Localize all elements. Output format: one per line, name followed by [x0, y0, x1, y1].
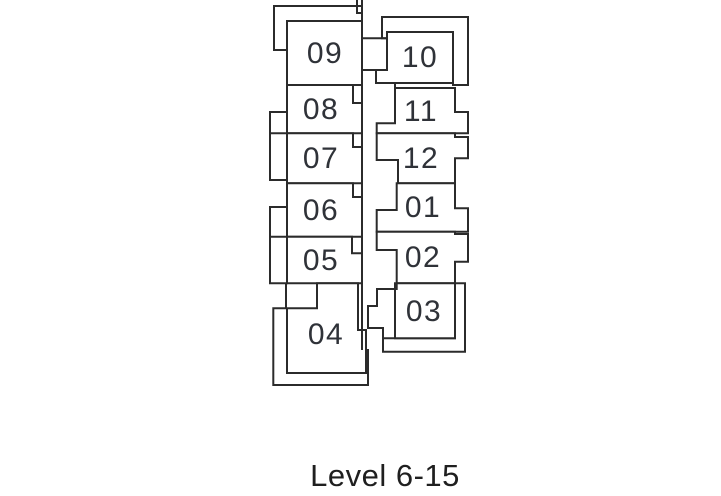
unit-02-shape[interactable]	[375, 230, 469, 285]
unit-08-label: 08	[303, 93, 339, 126]
unit-11-label: 11	[404, 95, 438, 128]
unit-02-label: 02	[405, 241, 441, 274]
unit-12-shape[interactable]	[375, 132, 469, 185]
shaft-tab	[356, 0, 362, 14]
unit-06-label: 06	[303, 194, 339, 227]
unit-04-shape[interactable]	[286, 282, 367, 374]
unit-07-label: 07	[303, 142, 339, 175]
unit-01-label: 01	[405, 191, 441, 224]
unit-12-label: 12	[403, 142, 439, 175]
unit-09-label: 09	[307, 37, 343, 70]
unit-03-shape[interactable]	[394, 282, 456, 340]
unit-04-label: 04	[308, 318, 344, 351]
unit-10-label: 10	[402, 41, 438, 74]
unit-11-shape[interactable]	[375, 87, 469, 135]
band-left-upper	[269, 111, 288, 181]
unit-03-label: 03	[406, 295, 442, 328]
band-left-lower	[269, 206, 288, 285]
unit-05-label: 05	[303, 244, 339, 277]
unit-01-shape[interactable]	[375, 182, 469, 233]
level-caption: Level 6-15	[310, 458, 460, 493]
corridor-east-lower	[367, 283, 398, 339]
unit-10-shape[interactable]	[375, 31, 454, 84]
